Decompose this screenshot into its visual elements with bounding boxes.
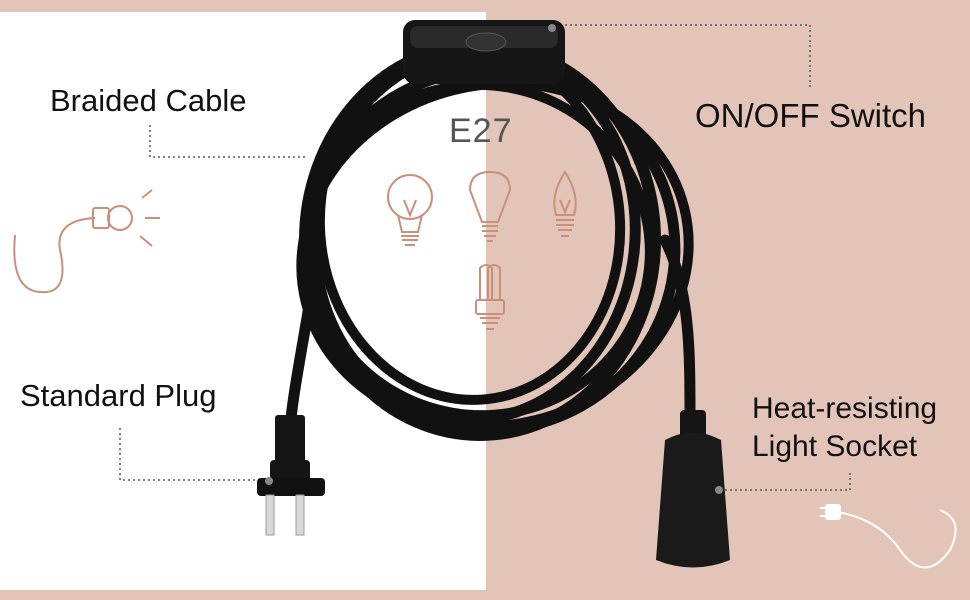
leader-lines (119, 24, 851, 491)
leader-braided-cable (149, 125, 305, 158)
standard-plug-label: Standard Plug (20, 378, 217, 413)
cfl-bulb-icon (475, 264, 505, 330)
on-off-switch (403, 20, 565, 84)
leader-switch (555, 24, 811, 90)
bulb-base-label: E27 (449, 112, 513, 150)
bulb-doodle-icon (13, 189, 160, 294)
standard-plug (257, 415, 325, 536)
light-bulb-icon (387, 174, 433, 246)
on-off-switch-label: ON/OFF Switch (695, 97, 927, 134)
flood-bulb-icon (468, 170, 512, 242)
light-socket-label: Heat-resisting Light Socket (752, 390, 937, 466)
candle-bulb-icon (553, 170, 577, 237)
light-socket (656, 410, 730, 568)
plug-doodle-icon (820, 504, 957, 569)
cable-coil (284, 39, 696, 441)
light-socket-label-line1: Heat-resisting (752, 392, 938, 425)
light-socket-label-line2: Light Socket (752, 430, 918, 463)
braided-cable-label: Braided Cable (50, 83, 247, 118)
leader-standard-plug (119, 428, 265, 481)
leader-socket (720, 470, 851, 491)
